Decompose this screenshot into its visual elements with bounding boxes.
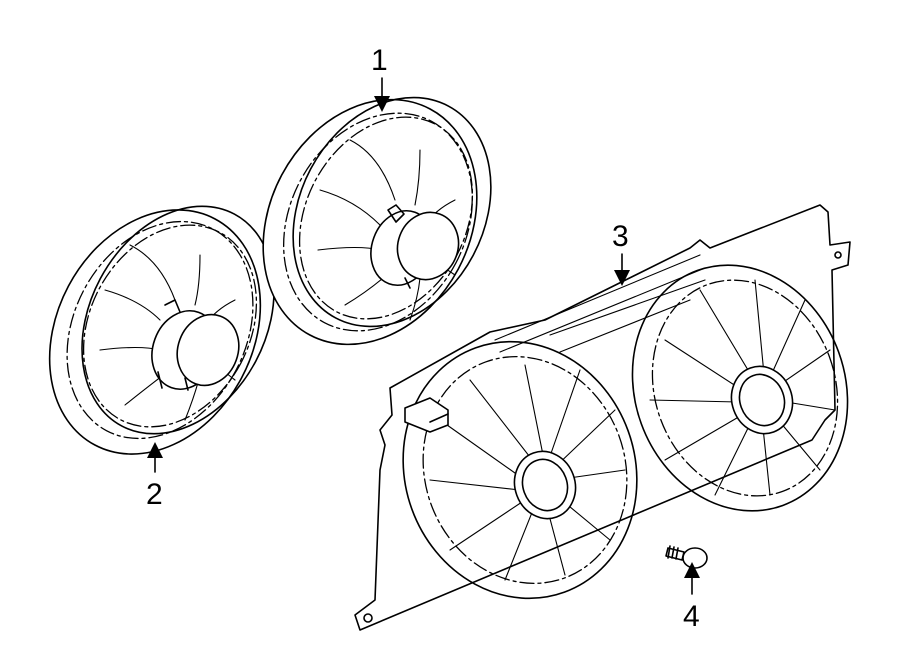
callout-3-label: 3 xyxy=(612,220,629,253)
callout-4-label: 4 xyxy=(683,600,700,633)
fan-assembly-2 xyxy=(48,205,275,455)
callout-2-label: 2 xyxy=(146,478,163,511)
bolt-4 xyxy=(665,545,708,569)
fan-shroud-3 xyxy=(354,204,851,631)
callout-1-label: 1 xyxy=(371,44,388,77)
fan-assembly-1 xyxy=(262,96,492,346)
right-spokes xyxy=(649,279,836,496)
